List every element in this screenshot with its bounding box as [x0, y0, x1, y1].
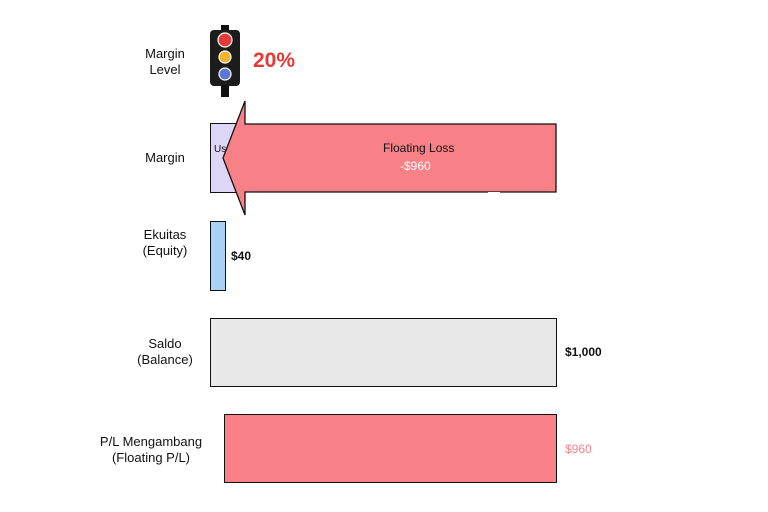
margin-used-label: Us	[214, 144, 227, 155]
floating-loss-value: -$960	[400, 159, 431, 173]
floating-pl-label-line2: (Floating P/L)	[111, 450, 191, 465]
balance-bar	[210, 318, 557, 387]
equity-label: Ekuitas (Equity)	[128, 227, 202, 259]
balance-label-line1: Saldo	[148, 336, 182, 351]
equity-label-line2: (Equity)	[142, 243, 188, 258]
balance-label-line2: (Balance)	[137, 352, 193, 367]
floating-pl-label-line1: P/L Mengambang	[99, 434, 203, 449]
floating-loss-title: Floating Loss	[383, 141, 455, 155]
floating-pl-value: $960	[565, 442, 592, 456]
margin-label: Margin	[145, 150, 185, 165]
balance-value: $1,000	[565, 345, 602, 359]
margin-level-value: 20%	[253, 49, 296, 72]
margin-level-label-line1: Margin	[145, 46, 185, 61]
floating-pl-bar	[224, 414, 557, 483]
traffic-light-icon	[210, 25, 240, 97]
margin-level-label: Margin Level	[128, 46, 202, 78]
equity-value: $40	[231, 249, 252, 263]
balance-label: Saldo (Balance)	[128, 336, 202, 368]
equity-label-line1: Ekuitas	[143, 227, 187, 242]
floating-pl-label: P/L Mengambang (Floating P/L)	[86, 434, 216, 466]
equity-bar	[210, 221, 226, 291]
margin-level-label-line2: Level	[149, 62, 181, 77]
